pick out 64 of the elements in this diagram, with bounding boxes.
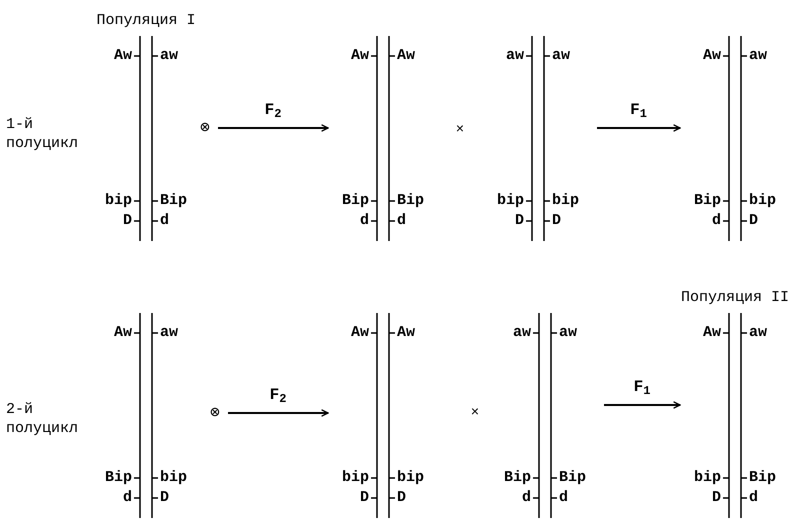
allele-label: bip bbox=[694, 469, 721, 487]
allele-label: bip bbox=[496, 192, 524, 210]
cycle-label: 1-й полуцикл bbox=[6, 115, 80, 153]
allele-label: bip bbox=[160, 469, 188, 487]
self-cross-symbol: ⊗ bbox=[196, 119, 214, 137]
allele-label: Bip bbox=[694, 192, 721, 210]
arrow bbox=[228, 409, 329, 417]
allele-label: D bbox=[749, 212, 758, 230]
allele-label: bip bbox=[397, 469, 424, 487]
allele-label: Aw bbox=[702, 324, 721, 342]
population-heading: Популяция I bbox=[96, 12, 196, 30]
edge-label: F$_{2}$ bbox=[264, 100, 282, 120]
allele-label: d bbox=[749, 489, 758, 507]
allele-label: Bip bbox=[559, 469, 586, 487]
allele-label: Aw bbox=[114, 324, 132, 342]
allele-label: D bbox=[712, 489, 721, 507]
allele-label: D bbox=[122, 212, 132, 230]
edge-label: F$_{1}$ bbox=[630, 100, 647, 120]
allele-label: d bbox=[160, 212, 170, 230]
edge-label: F$_{2}$ bbox=[270, 385, 286, 405]
allele-label: Aw bbox=[702, 47, 721, 65]
allele-label: aw bbox=[749, 324, 768, 342]
allele-label: d bbox=[397, 212, 406, 230]
allele-label: d bbox=[712, 212, 721, 230]
arrow bbox=[218, 124, 329, 132]
allele-label: bip bbox=[749, 192, 776, 210]
allele-label: D bbox=[552, 212, 562, 230]
allele-label: Bip bbox=[504, 469, 531, 487]
population-heading: Популяция II bbox=[680, 289, 790, 307]
cross-symbol: × bbox=[456, 123, 464, 137]
allele-label: Aw bbox=[350, 324, 369, 342]
allele-label: aw bbox=[160, 324, 178, 342]
allele-label: d bbox=[122, 489, 132, 507]
allele-label: d bbox=[522, 489, 531, 507]
allele-label: aw bbox=[512, 324, 531, 342]
arrow bbox=[604, 401, 681, 409]
self-cross-symbol: ⊗ bbox=[206, 404, 224, 422]
allele-label: D bbox=[397, 489, 406, 507]
allele-label: Aw bbox=[397, 47, 416, 65]
allele-label: d bbox=[559, 489, 568, 507]
allele-label: Aw bbox=[350, 47, 369, 65]
arrow bbox=[597, 124, 681, 132]
allele-label: aw bbox=[160, 47, 178, 65]
allele-label: Bip bbox=[749, 469, 776, 487]
allele-label: aw bbox=[552, 47, 570, 65]
edge-label: F$_{1}$ bbox=[634, 377, 650, 397]
allele-label: bip bbox=[552, 192, 580, 210]
cross-symbol: × bbox=[470, 406, 480, 420]
allele-label: aw bbox=[749, 47, 768, 65]
allele-label: bip bbox=[104, 192, 132, 210]
allele-label: bip bbox=[342, 469, 369, 487]
allele-label: Bip bbox=[104, 469, 132, 487]
allele-label: D bbox=[360, 489, 369, 507]
allele-label: aw bbox=[559, 324, 578, 342]
cycle-label: 2-й полуцикл bbox=[6, 400, 80, 438]
allele-label: D bbox=[160, 489, 170, 507]
allele-label: D bbox=[514, 212, 524, 230]
allele-label: Bip bbox=[160, 192, 188, 210]
allele-label: Aw bbox=[397, 324, 416, 342]
allele-label: d bbox=[360, 212, 369, 230]
allele-label: aw bbox=[506, 47, 524, 65]
allele-label: Aw bbox=[114, 47, 132, 65]
allele-label: Bip bbox=[397, 192, 424, 210]
allele-label: Bip bbox=[342, 192, 369, 210]
